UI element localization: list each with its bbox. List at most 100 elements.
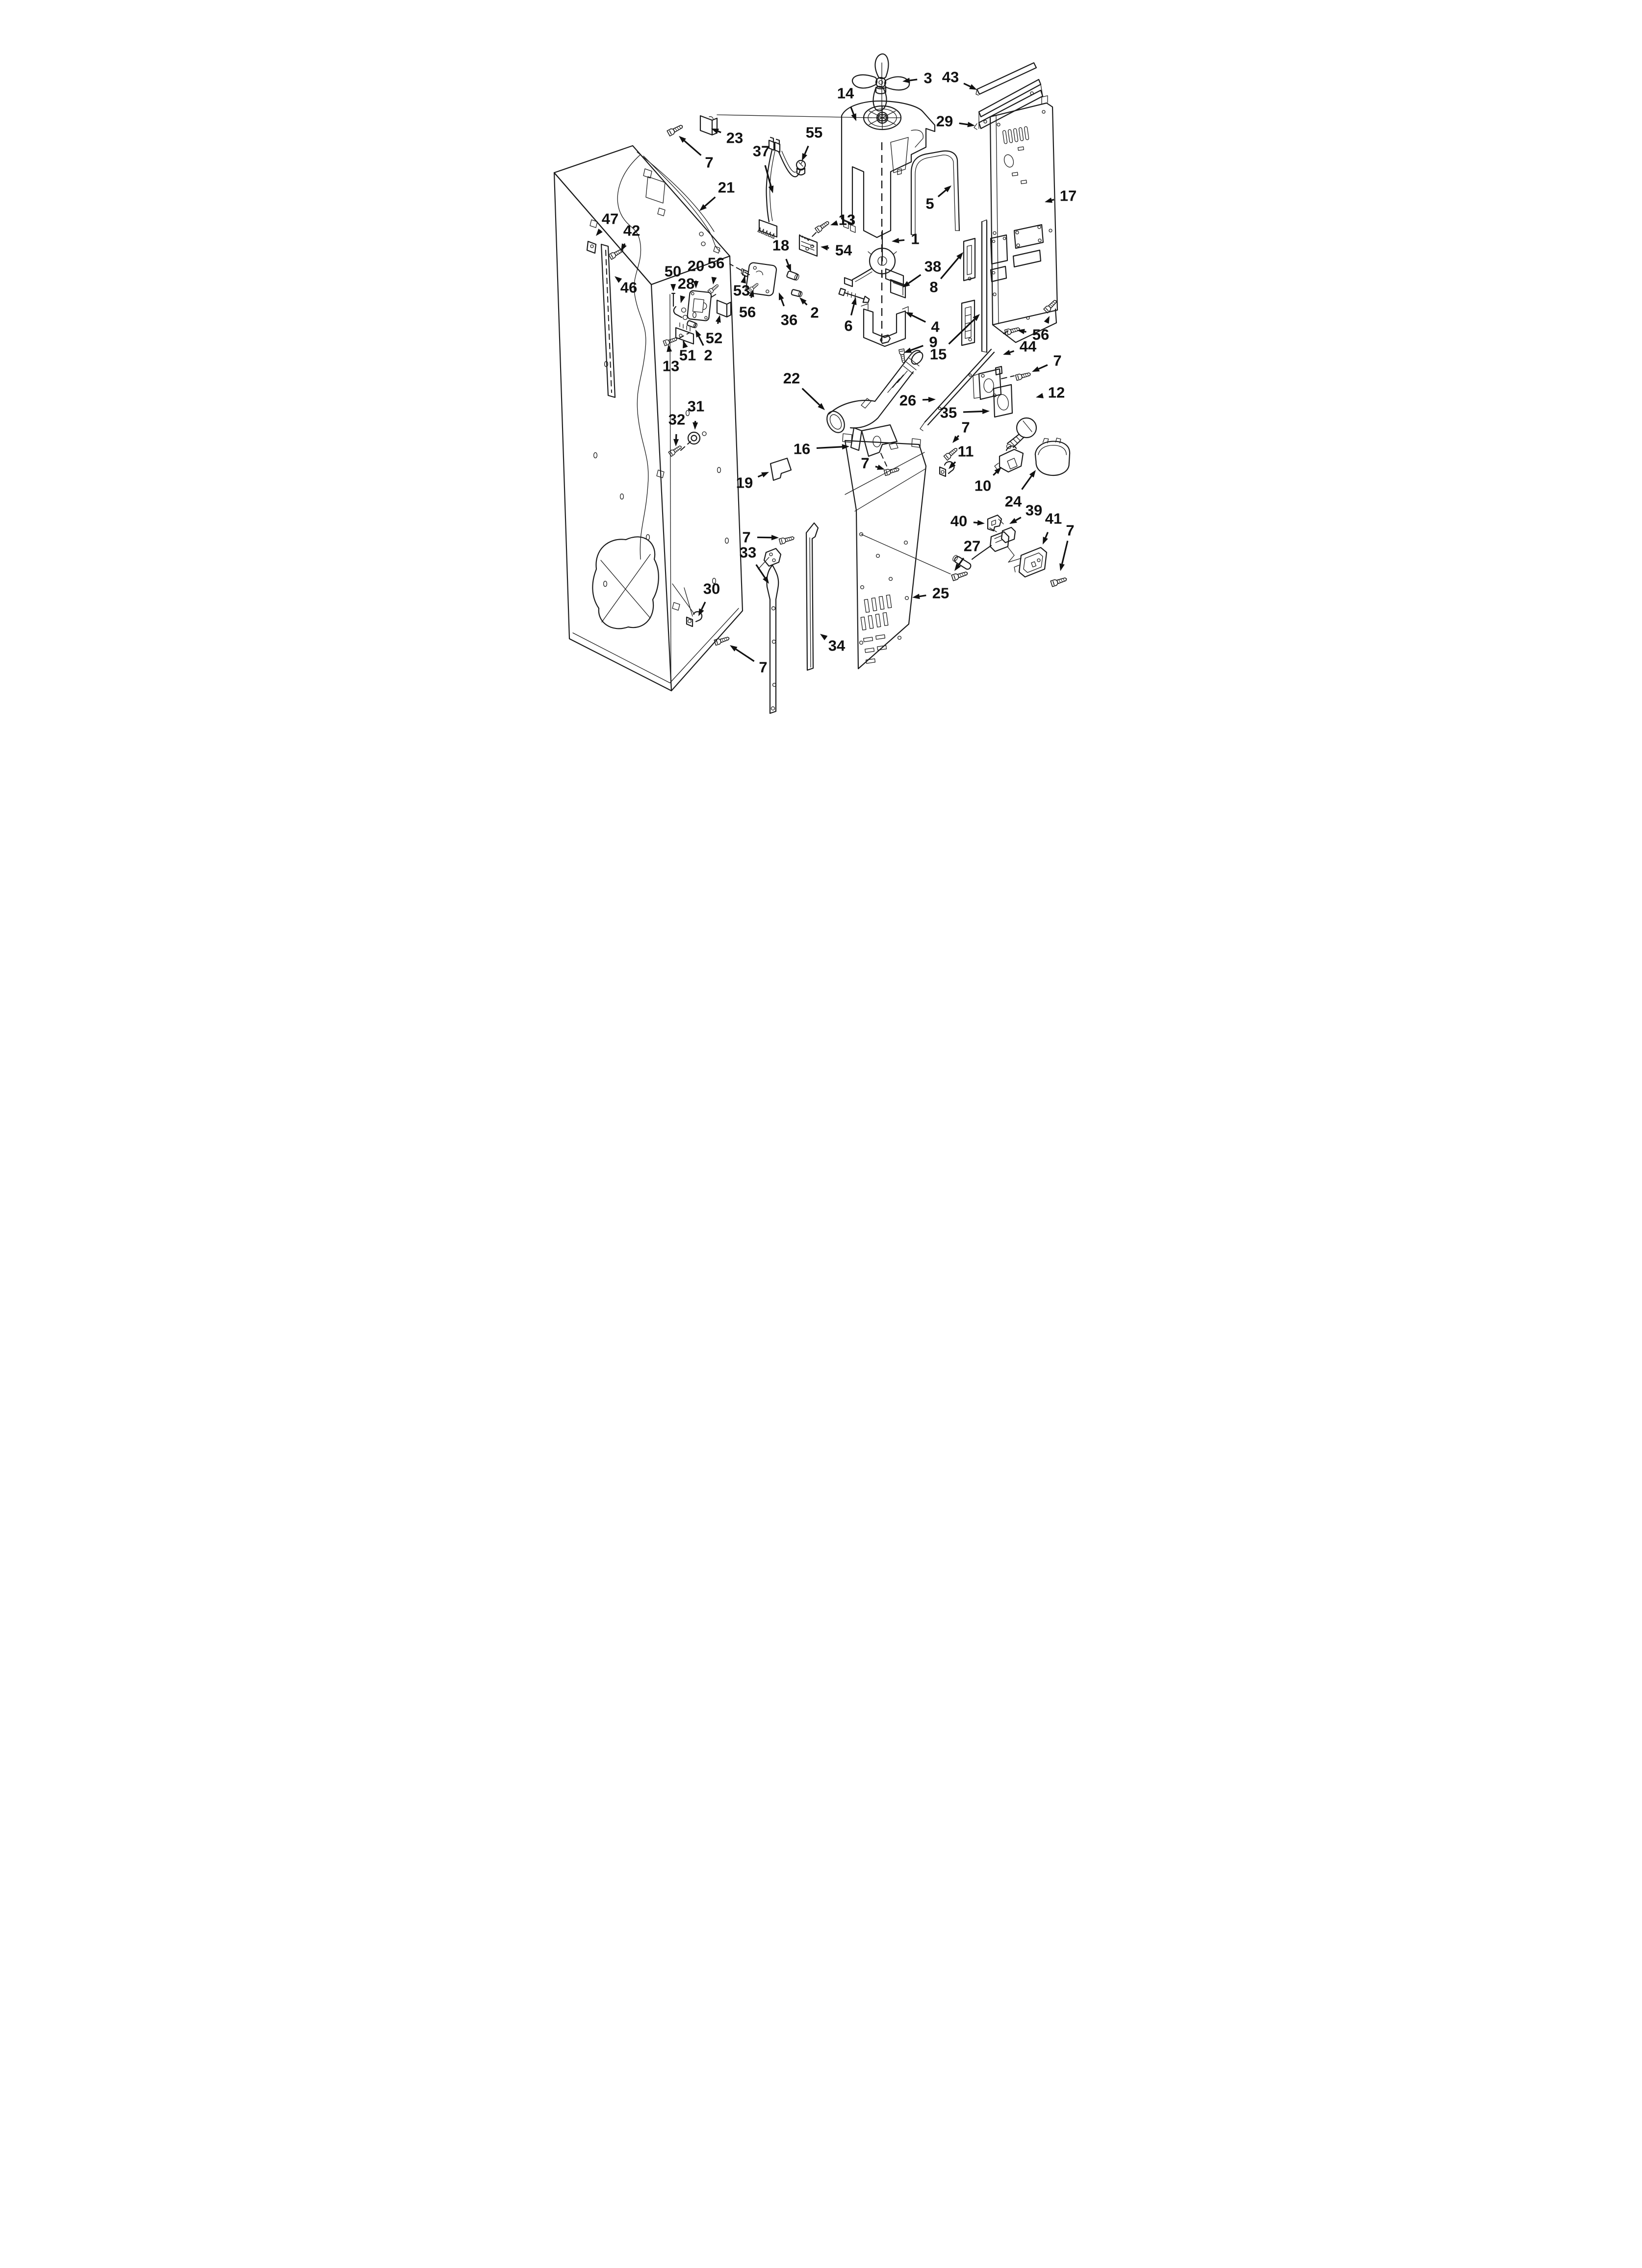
callout-arrowhead bbox=[670, 284, 676, 291]
part-number-label: 43 bbox=[942, 69, 959, 86]
part-number-label: 9 bbox=[929, 334, 937, 351]
callout-arrow bbox=[993, 471, 997, 476]
part-callout-52-22: 52 bbox=[706, 315, 722, 347]
temp-sensor-harness bbox=[952, 514, 1068, 587]
light-bulb bbox=[1006, 417, 1037, 449]
part-number-label: 56 bbox=[739, 304, 756, 321]
callout-arrow bbox=[755, 564, 766, 578]
callout-arrow bbox=[623, 243, 626, 245]
callout-arrowhead bbox=[1032, 366, 1040, 372]
callout-arrowhead bbox=[1044, 316, 1050, 324]
callout-arrow bbox=[937, 189, 947, 198]
callout-arrowhead bbox=[818, 403, 825, 410]
part-number-label: 56 bbox=[1032, 326, 1049, 343]
part-number-label: 17 bbox=[1060, 187, 1077, 205]
part-callout-35-41: 35 bbox=[940, 404, 990, 421]
part-callout-10-46: 10 bbox=[975, 467, 1001, 495]
part-number-label: 2 bbox=[704, 347, 712, 364]
part-callout-39-50: 39 bbox=[1009, 502, 1042, 524]
callout-arrowhead bbox=[621, 243, 627, 251]
part-callout-42-27: 42 bbox=[621, 222, 640, 251]
callout-arrow bbox=[940, 257, 959, 280]
callout-arrowhead bbox=[973, 314, 980, 321]
callout-arrowhead bbox=[967, 122, 975, 128]
part-callout-14-2: 14 bbox=[837, 85, 856, 121]
part-number-label: 20 bbox=[688, 258, 704, 275]
callout-arrow bbox=[1061, 541, 1069, 564]
part-callout-53-16: 53 bbox=[733, 276, 750, 299]
part-number-label: 29 bbox=[936, 113, 953, 130]
part-callout-46-28: 46 bbox=[615, 276, 637, 296]
part-number-label: 7 bbox=[961, 419, 970, 436]
callout-arrow bbox=[911, 314, 926, 323]
callout-arrowhead bbox=[902, 281, 910, 287]
part-number-label: 3 bbox=[924, 70, 932, 87]
part-callout-5-5: 5 bbox=[925, 185, 951, 212]
callout-arrow bbox=[701, 601, 706, 610]
callout-arrow bbox=[735, 648, 755, 662]
callout-arrow bbox=[801, 388, 821, 406]
callout-arrowhead bbox=[667, 344, 672, 352]
part-callout-34-34: 34 bbox=[820, 634, 846, 654]
part-number-label: 55 bbox=[806, 124, 822, 141]
part-callout-18-13: 18 bbox=[772, 237, 791, 272]
callout-arrowhead bbox=[830, 220, 838, 226]
part-number-label: 10 bbox=[975, 477, 991, 495]
part-callout-13-11: 13 bbox=[830, 211, 855, 229]
part-callout-3-0: 3 bbox=[902, 70, 932, 87]
callout-arrowhead bbox=[956, 252, 963, 260]
part-number-label: 16 bbox=[794, 441, 810, 458]
callout-arrow bbox=[780, 299, 785, 307]
part-number-label: 12 bbox=[1048, 384, 1065, 401]
callout-arrow bbox=[1015, 517, 1022, 521]
callout-arrowhead bbox=[802, 153, 807, 161]
part-callout-23-6: 23 bbox=[711, 129, 743, 147]
motor-bolt bbox=[838, 287, 870, 303]
part-callout-12-44: 12 bbox=[1036, 384, 1065, 401]
fan-shroud bbox=[841, 100, 936, 238]
damper-control-group bbox=[663, 283, 732, 346]
part-number-label: 33 bbox=[740, 544, 756, 561]
callout-arrow bbox=[1038, 364, 1048, 370]
part-callout-44-42: 44 bbox=[1003, 338, 1037, 355]
part-number-label: 26 bbox=[899, 392, 916, 409]
callout-arrowhead bbox=[761, 472, 769, 478]
part-callout-7-47: 7 bbox=[952, 419, 970, 443]
grommet-and-screw bbox=[668, 431, 707, 457]
motor-bracket bbox=[861, 303, 909, 347]
callout-arrowhead bbox=[928, 397, 936, 403]
callout-arrowhead bbox=[693, 281, 699, 288]
top-trim-29 bbox=[974, 78, 1044, 130]
exploded-parts-diagram: Refrigerator air flow and control parts … bbox=[547, 0, 1095, 756]
part-number-label: 36 bbox=[781, 312, 797, 329]
mullion-divider bbox=[981, 219, 1008, 353]
part-callout-2-24: 2 bbox=[695, 330, 713, 364]
callout-arrow bbox=[1021, 475, 1032, 490]
callout-arrowhead bbox=[779, 292, 784, 300]
part-callout-1-55: 1 bbox=[892, 231, 920, 248]
rear-panel-17 bbox=[989, 95, 1058, 343]
callout-arrow bbox=[909, 78, 918, 81]
callout-arrow bbox=[963, 82, 971, 87]
top-rail-43 bbox=[975, 62, 1037, 96]
part-number-label: 7 bbox=[742, 529, 750, 546]
part-callout-43-1: 43 bbox=[942, 69, 977, 90]
bulb-socket bbox=[994, 445, 1024, 473]
part-callout-21-8: 21 bbox=[699, 179, 735, 211]
callout-arrowhead bbox=[679, 136, 686, 143]
callout-arrow bbox=[850, 106, 855, 115]
part-number-label: 5 bbox=[925, 195, 934, 212]
callout-arrow bbox=[718, 130, 721, 133]
callout-arrow bbox=[1045, 532, 1049, 538]
part-number-label: 2 bbox=[810, 304, 819, 321]
callout-arrow bbox=[908, 274, 922, 284]
mounting-bracket-23 bbox=[667, 114, 872, 137]
callout-arrowhead bbox=[711, 277, 717, 285]
support-rail-26 bbox=[920, 348, 995, 431]
part-callout-41-51: 41 bbox=[1043, 510, 1062, 545]
callout-arrowhead bbox=[741, 276, 746, 284]
part-callout-56-62: 56 bbox=[1017, 316, 1050, 343]
callout-arrowhead bbox=[977, 520, 985, 526]
part-number-label: 7 bbox=[1053, 352, 1061, 369]
